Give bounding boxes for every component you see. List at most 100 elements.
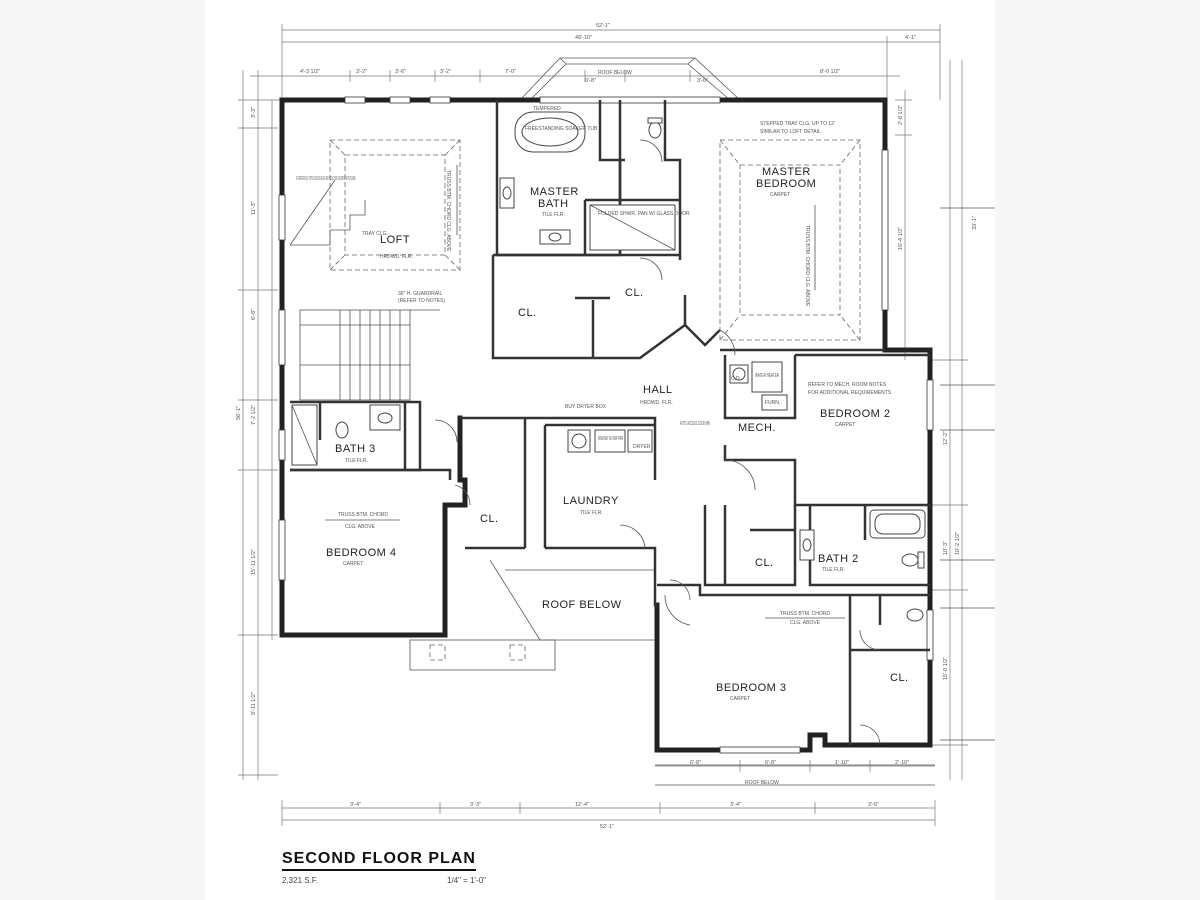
room-laundry-name: LAUNDRY: [563, 495, 619, 507]
dim-right-seg-5: 15'-0 1/2": [943, 657, 949, 680]
note-freestanding-tub: FREESTANDING SOAKER TUB: [525, 126, 598, 132]
room-master-bedroom-name: MASTER: [762, 166, 811, 178]
room-closet-name: CL.: [518, 307, 537, 319]
dimension-lines: [238, 24, 995, 826]
note-truss-bed3: TRUSS BTM. CHORD: [780, 611, 830, 617]
dim-left-seg-1: 11'-3": [251, 201, 257, 215]
plan-notes: ROOF BELOW ROOF BELOW TEMPERED FREESTAND…: [296, 70, 892, 786]
room-closet-4-name: CL.: [755, 557, 774, 569]
room-bedroom4-floor: CARPET: [343, 561, 363, 567]
room-loft-floor: HRDWD. FLR.: [380, 254, 413, 260]
room-bath3-floor: TILE FLR.: [345, 458, 368, 464]
room-master-bath-name: MASTER: [530, 186, 579, 198]
room-bedroom2-floor: CARPET: [835, 422, 855, 428]
room-master-bedroom-floor: CARPET: [770, 192, 790, 198]
dim-top-seg-1: 3'-2": [356, 69, 367, 75]
room-closet-3-name: CL.: [480, 513, 499, 525]
room-closet-5-name: CL.: [890, 672, 909, 684]
dim-lower-seg-2: 1'-10": [835, 760, 849, 766]
room-bath3-name: BATH 3: [335, 443, 376, 455]
plan-scale: 1/4" = 1'-0": [447, 876, 487, 885]
dim-bottom-seg-1: 3'-3": [470, 802, 481, 808]
dim-top-seg-0: 4'-3 1/2": [300, 69, 320, 75]
doors: [434, 139, 881, 746]
dim-top-seg-4: 7'-0": [505, 69, 516, 75]
dim-left-seg-3: 7'-2 1/2": [251, 405, 257, 425]
room-bedroom3-floor: CARPET: [730, 696, 750, 702]
fixtures: [291, 111, 926, 622]
windows: [278, 96, 934, 754]
note-tray-clg: TRAY CLG.: [362, 231, 388, 237]
dim-top-seg-6: 3'-6": [697, 78, 708, 84]
note-guardrail-2: (REFER TO NOTES): [398, 298, 445, 304]
room-bedroom3-name: BEDROOM 3: [716, 682, 787, 694]
note-cd: C.D.: [731, 376, 741, 382]
note-guardrail: 36" H. GUARDRAIL: [398, 291, 443, 297]
note-furnace: FURN.: [765, 400, 780, 406]
note-water-heater: WATER HEATER: [755, 373, 779, 379]
room-mech-name: MECH.: [738, 422, 776, 434]
note-attic: ATTIC ACCESS 22X30 MIN: [680, 421, 710, 427]
dim-bottom-overall: 52'-1": [600, 824, 614, 830]
note-stepped-tray: STEPPED TRAY CLG. UP TO 12': [760, 121, 835, 127]
dim-right-seg-2: 12'-2": [943, 431, 949, 445]
note-mech-2: FOR ADDITIONAL REQUIREMENTS: [808, 390, 892, 396]
room-bath2-floor: TILE FLR.: [822, 567, 845, 573]
room-master-bedroom-sub: BEDROOM: [756, 178, 816, 190]
roof-bay-top: [519, 57, 741, 101]
room-bedroom4-name: BEDROOM 4: [326, 547, 397, 559]
dim-left-seg-0: 3'-3": [251, 107, 257, 118]
room-hall-floor: HRDWD. FLR.: [640, 400, 673, 406]
room-master-bath-floor: TILE FLR.: [542, 212, 565, 218]
note-truss-bed4-2: CLG. ABOVE: [345, 524, 376, 530]
dimension-text: 52'-1" 49'-10" 4'-1" 4'-3 1/2" 3'-2" 3'-…: [236, 23, 978, 830]
dim-right-seg-1: 16'-4 1/2": [898, 227, 904, 250]
title-block: SECOND FLOOR PLAN: [282, 850, 542, 871]
dim-bottom-seg-0: 3'-4": [350, 802, 361, 808]
dim-bottom-seg-4: 3'-6": [868, 802, 879, 808]
dim-bottom-seg-3: 3'-4": [730, 802, 741, 808]
room-labels: MASTER BEDROOM CARPET MASTER BATH TILE F…: [326, 166, 909, 702]
note-shower: FOLDED SHWR. PAN W/ GLASS DOOR: [598, 211, 690, 217]
dim-top-seg-2: 3'-6": [395, 69, 406, 75]
room-bedroom2-name: BEDROOM 2: [820, 408, 891, 420]
plan-title: SECOND FLOOR PLAN: [282, 850, 476, 871]
note-stepped-tray-2: SIMILAR TO LOFT DETAIL: [760, 129, 821, 135]
note-truss-master: TRUSS BTM. CHORD CLG. ABOVE: [804, 225, 810, 307]
stairs: [300, 309, 440, 400]
tray-ceilings: [325, 139, 861, 619]
dim-right-seg-0: 2'-8 1/2": [898, 105, 904, 125]
note-dryer: DRYER: [633, 444, 651, 450]
dim-top-right: 4'-1": [905, 35, 916, 41]
note-dryer-box: BUY DRYER BOX: [565, 404, 607, 410]
dim-bottom-seg-2: 12'-4": [575, 802, 589, 808]
note-loft: BY CARPENTER: BUILT STEPS PLUS BELOW CEI…: [296, 176, 356, 182]
dim-right-overall: 33'-1": [972, 216, 978, 230]
room-laundry-floor: TILE FLR.: [580, 510, 603, 516]
dim-top-seg-7: 8'-0 1/2": [820, 69, 840, 75]
room-loft-name: LOFT: [380, 234, 410, 246]
note-roof-below-top: ROOF BELOW: [598, 70, 632, 76]
note-truss-loft: TRUSS BTM. CHORD CLG. ABOVE: [445, 170, 451, 252]
dim-right-seg-4: 10'-2 1/2": [955, 532, 961, 555]
dim-left-seg-5: 9'-11 1/2": [251, 692, 257, 715]
room-bath2-name: BATH 2: [818, 553, 859, 565]
note-truss-bed3-2: CLG. ABOVE: [790, 620, 821, 626]
plan-area: 2,321 S.F.: [282, 876, 319, 885]
dim-left-seg-4: 15'-11 1/2": [251, 549, 257, 575]
note-roof-below-bottom: ROOF BELOW: [745, 780, 779, 786]
dim-top-overall: 52'-1": [596, 23, 610, 29]
dim-lower-seg-0: 6'-8": [690, 760, 701, 766]
room-roof-below: ROOF BELOW: [542, 599, 622, 611]
dim-lower-seg-3: 2'-10": [895, 760, 909, 766]
room-hall-name: HALL: [643, 384, 673, 396]
roof-below-lower: [409, 559, 935, 786]
dim-top-seg-5: 0'-8": [585, 78, 596, 84]
dim-lower-seg-1: 6'-8": [765, 760, 776, 766]
dim-right-seg-3: 10'-3": [943, 541, 949, 555]
dim-left-overall: 56'-1": [236, 406, 242, 420]
note-mech: REFER TO MECH. ROOM NOTES: [808, 382, 887, 388]
dim-top-seg-3: 3'-2": [440, 69, 451, 75]
room-closet-2-name: CL.: [625, 287, 644, 299]
